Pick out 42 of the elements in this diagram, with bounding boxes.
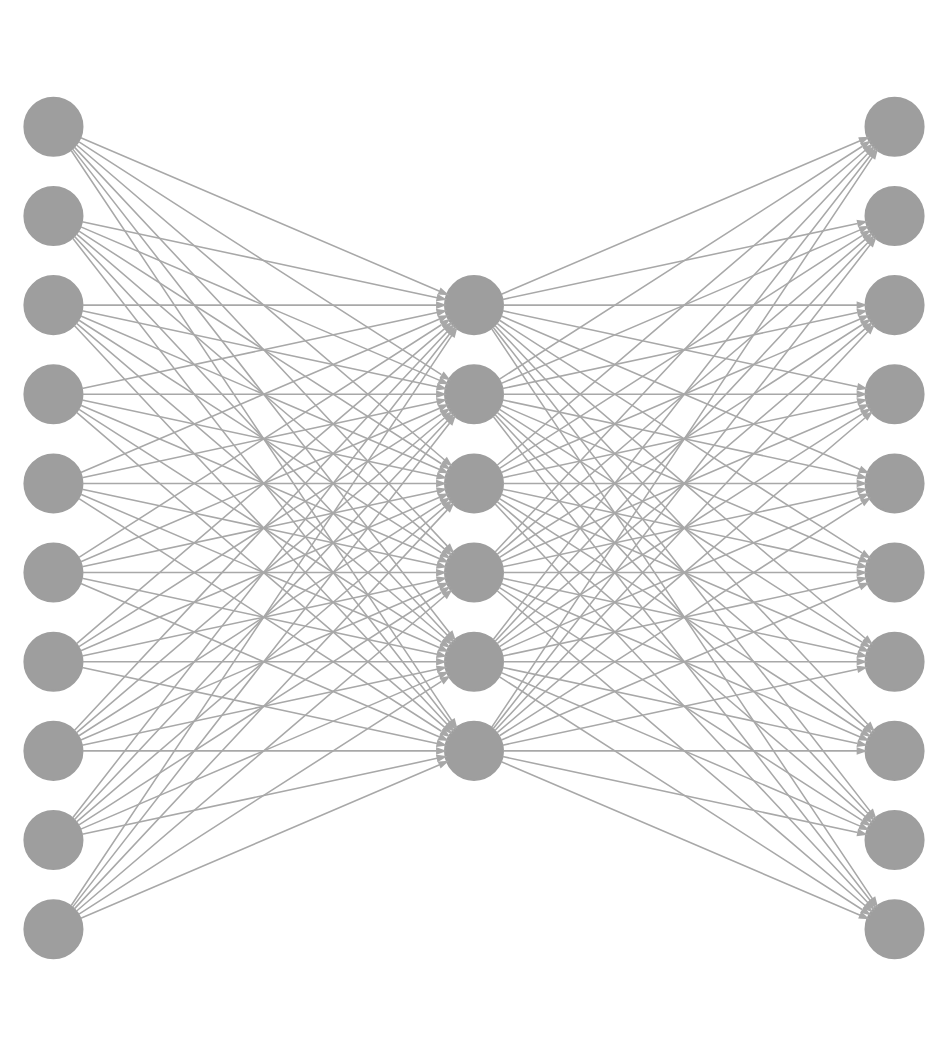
arrow xyxy=(81,657,447,666)
arrow xyxy=(81,568,447,577)
node-circle xyxy=(23,810,84,871)
arrow xyxy=(80,226,450,385)
node-circle xyxy=(23,275,84,336)
arrow xyxy=(498,586,872,827)
node-circle xyxy=(23,364,84,425)
arrow xyxy=(502,657,868,666)
arrow xyxy=(81,754,448,836)
node-circle xyxy=(864,453,925,514)
arrow xyxy=(80,404,450,563)
arrow xyxy=(78,586,451,826)
arrow xyxy=(501,219,868,301)
node-circle xyxy=(23,185,84,246)
arrow xyxy=(81,220,448,302)
arrow xyxy=(498,676,872,916)
arrow xyxy=(80,493,450,652)
arrow xyxy=(502,568,868,577)
arrow xyxy=(500,225,870,385)
arrow xyxy=(502,747,868,755)
arrow xyxy=(80,760,450,920)
node-circle xyxy=(23,631,84,692)
arrow xyxy=(500,671,870,831)
node-circle xyxy=(864,542,925,603)
arrow xyxy=(81,390,447,399)
node-circle xyxy=(23,96,84,157)
arrow xyxy=(80,136,450,296)
arrow xyxy=(502,301,868,309)
node-circle xyxy=(23,720,84,781)
arrow xyxy=(502,479,868,488)
node-circle xyxy=(23,899,84,960)
arrow xyxy=(81,479,447,488)
node-circle xyxy=(23,542,84,603)
arrow xyxy=(81,301,447,309)
arrow xyxy=(81,747,447,755)
arrow xyxy=(80,671,450,830)
arrow xyxy=(78,675,451,915)
arrow xyxy=(501,755,868,837)
arrow xyxy=(500,761,870,920)
arrow xyxy=(500,493,870,652)
arrow xyxy=(502,390,868,399)
node-circle xyxy=(23,453,84,514)
